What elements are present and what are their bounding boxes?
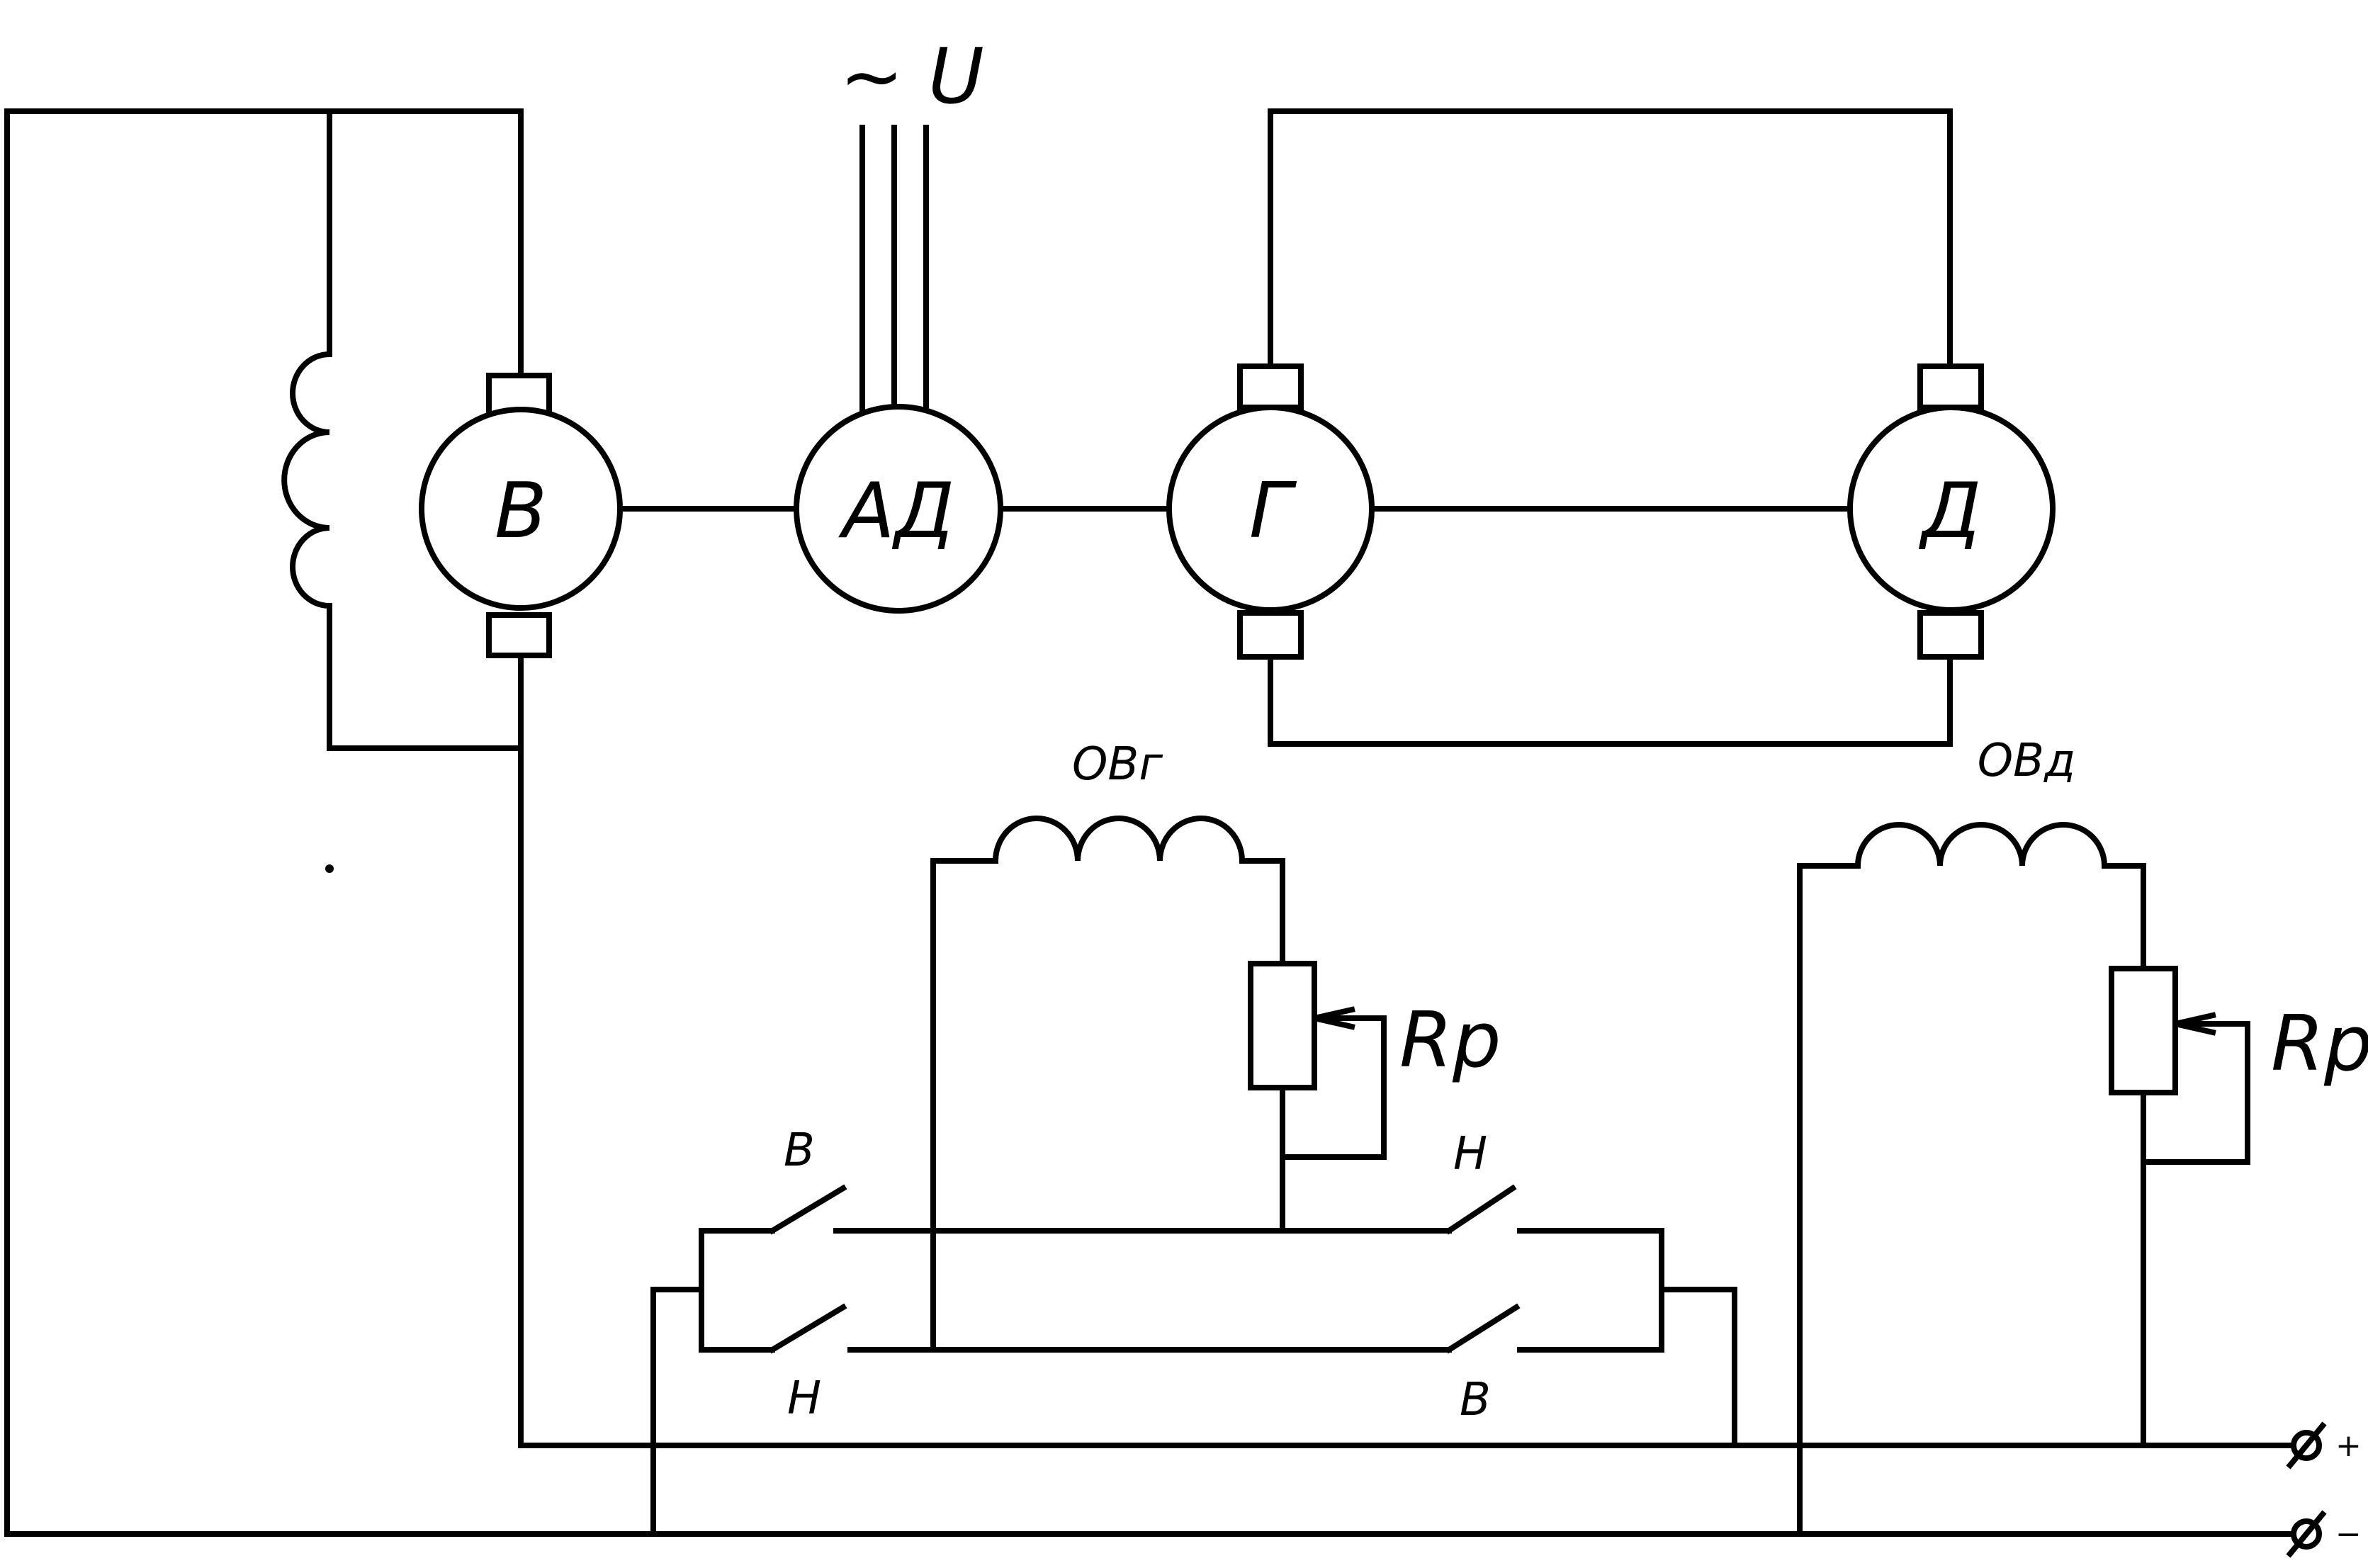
motor-rheostat: [2109, 966, 2178, 1095]
minus-terminal-label: −: [2335, 1516, 2362, 1552]
dc-motor-label: Д: [1919, 467, 1981, 555]
motor-field-label: ОВд: [1978, 735, 2076, 787]
induction-motor-label: АД: [838, 467, 954, 555]
exciter-field-coil: [281, 351, 333, 609]
generator-rheostat-arrow: [1314, 1006, 1355, 1030]
switch-contacts: [768, 1184, 1521, 1354]
switch-reverse-left-label: Н: [787, 1372, 821, 1425]
plus-terminal-label: +: [2335, 1428, 2362, 1464]
generator-label: Г: [1249, 467, 1297, 555]
wiring: [4, 108, 2306, 1537]
exciter-label: В: [495, 467, 547, 555]
generator-rheostat-label: Rp: [1399, 996, 1501, 1085]
motor-rheostat-label: Rp: [2271, 1000, 2368, 1088]
switch-reverse-right-label: Н: [1453, 1128, 1487, 1180]
exciter-machine: В: [419, 373, 623, 658]
motor-field-winding: [1854, 822, 2108, 869]
generator-field-label: ОВг: [1072, 738, 1163, 791]
generator-field-winding: [992, 816, 1246, 864]
minus-terminal: [2286, 1510, 2327, 1558]
dc-motor-machine: Д: [1847, 363, 2056, 660]
generator-machine: Г: [1166, 363, 1375, 660]
induction-motor: АД: [794, 404, 1003, 614]
supply-label: ~ U: [840, 33, 984, 121]
switch-forward-right-label: В: [1460, 1374, 1491, 1426]
junction-dots: [325, 864, 334, 873]
switch-forward-left-label: В: [784, 1124, 815, 1177]
plus-terminal: [2286, 1421, 2327, 1470]
generator-rheostat: [1248, 961, 1317, 1090]
motor-rheostat-arrow: [2175, 1012, 2216, 1036]
